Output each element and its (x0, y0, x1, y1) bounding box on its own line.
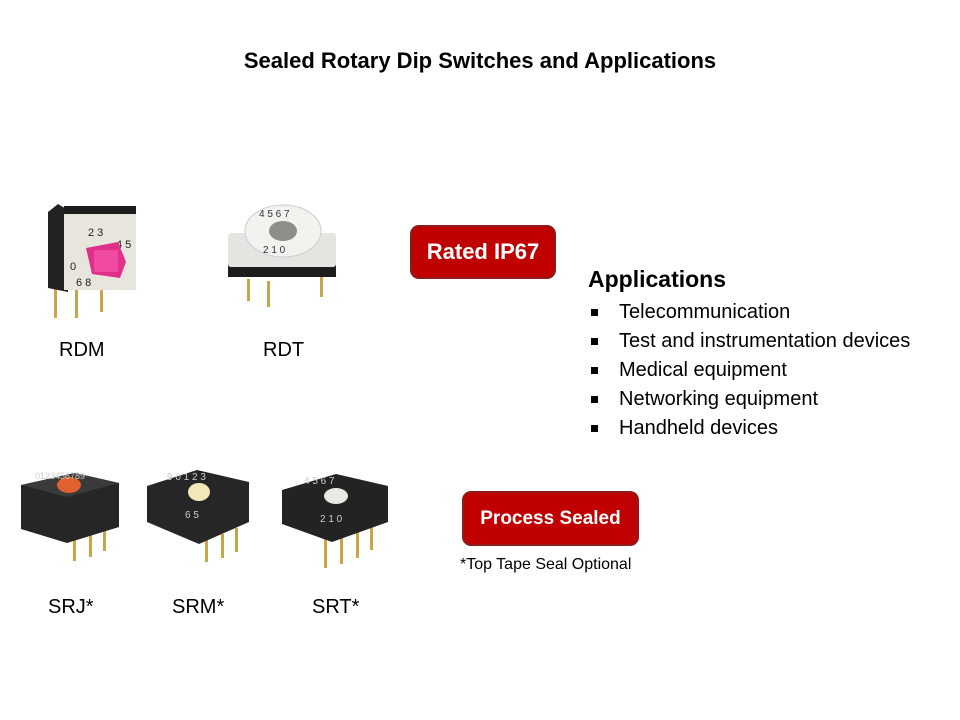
list-item: Telecommunication (590, 298, 910, 327)
process-sealed-badge: Process Sealed (462, 491, 639, 546)
rdm-label: RDM (59, 339, 105, 361)
rated-ip67-badge: Rated IP67 (410, 225, 556, 279)
svg-text:0: 0 (70, 261, 76, 273)
list-item: Medical equipment (590, 356, 910, 385)
bullet-icon (591, 396, 598, 403)
bullet-icon (591, 309, 598, 316)
list-item: Test and instrumentation devices (590, 327, 910, 356)
tape-seal-note: *Top Tape Seal Optional (460, 556, 632, 573)
list-item-text: Test and instrumentation devices (619, 330, 911, 352)
list-item: Networking equipment (590, 385, 910, 414)
srm-label: SRM* (172, 596, 225, 618)
rdt-switch-image: 4 5 6 7 2 1 0 (228, 204, 336, 307)
slide-title: Sealed Rotary Dip Switches and Applicati… (243, 48, 717, 73)
srj-label: SRJ* (48, 596, 94, 618)
applications-list: Telecommunication Test and instrumentati… (590, 298, 910, 443)
bullet-icon (591, 367, 598, 374)
rdt-label: RDT (263, 339, 305, 361)
svg-text:0123456789: 0123456789 (35, 471, 85, 481)
svg-text:2 1 0: 2 1 0 (263, 245, 286, 256)
bullet-icon (591, 425, 598, 432)
svg-text:9 0 1 2 3: 9 0 1 2 3 (167, 472, 206, 483)
svg-text:2 1 0: 2 1 0 (320, 514, 343, 525)
srt-switch-image: 4 5 6 7 2 1 0 (282, 474, 388, 568)
bullet-icon (591, 338, 598, 345)
srt-label: SRT* (312, 596, 360, 618)
applications-heading: Applications (588, 266, 727, 292)
list-item-text: Medical equipment (619, 359, 787, 381)
list-item-text: Handheld devices (619, 417, 778, 439)
svg-text:6 8: 6 8 (76, 277, 91, 289)
srm-switch-image: 9 0 1 2 3 6 5 (147, 470, 249, 562)
rdm-switch-image: 2 34 5 06 8 (48, 204, 136, 318)
list-item-text: Telecommunication (619, 301, 791, 323)
list-item-text: Networking equipment (619, 388, 818, 410)
list-item: Handheld devices (590, 414, 910, 443)
svg-text:2 3: 2 3 (88, 227, 103, 239)
svg-text:4 5 6 7: 4 5 6 7 (259, 209, 290, 220)
srj-switch-image: 0123456789 (21, 471, 119, 561)
svg-text:6 5: 6 5 (185, 510, 199, 521)
svg-text:4 5 6 7: 4 5 6 7 (304, 476, 335, 487)
